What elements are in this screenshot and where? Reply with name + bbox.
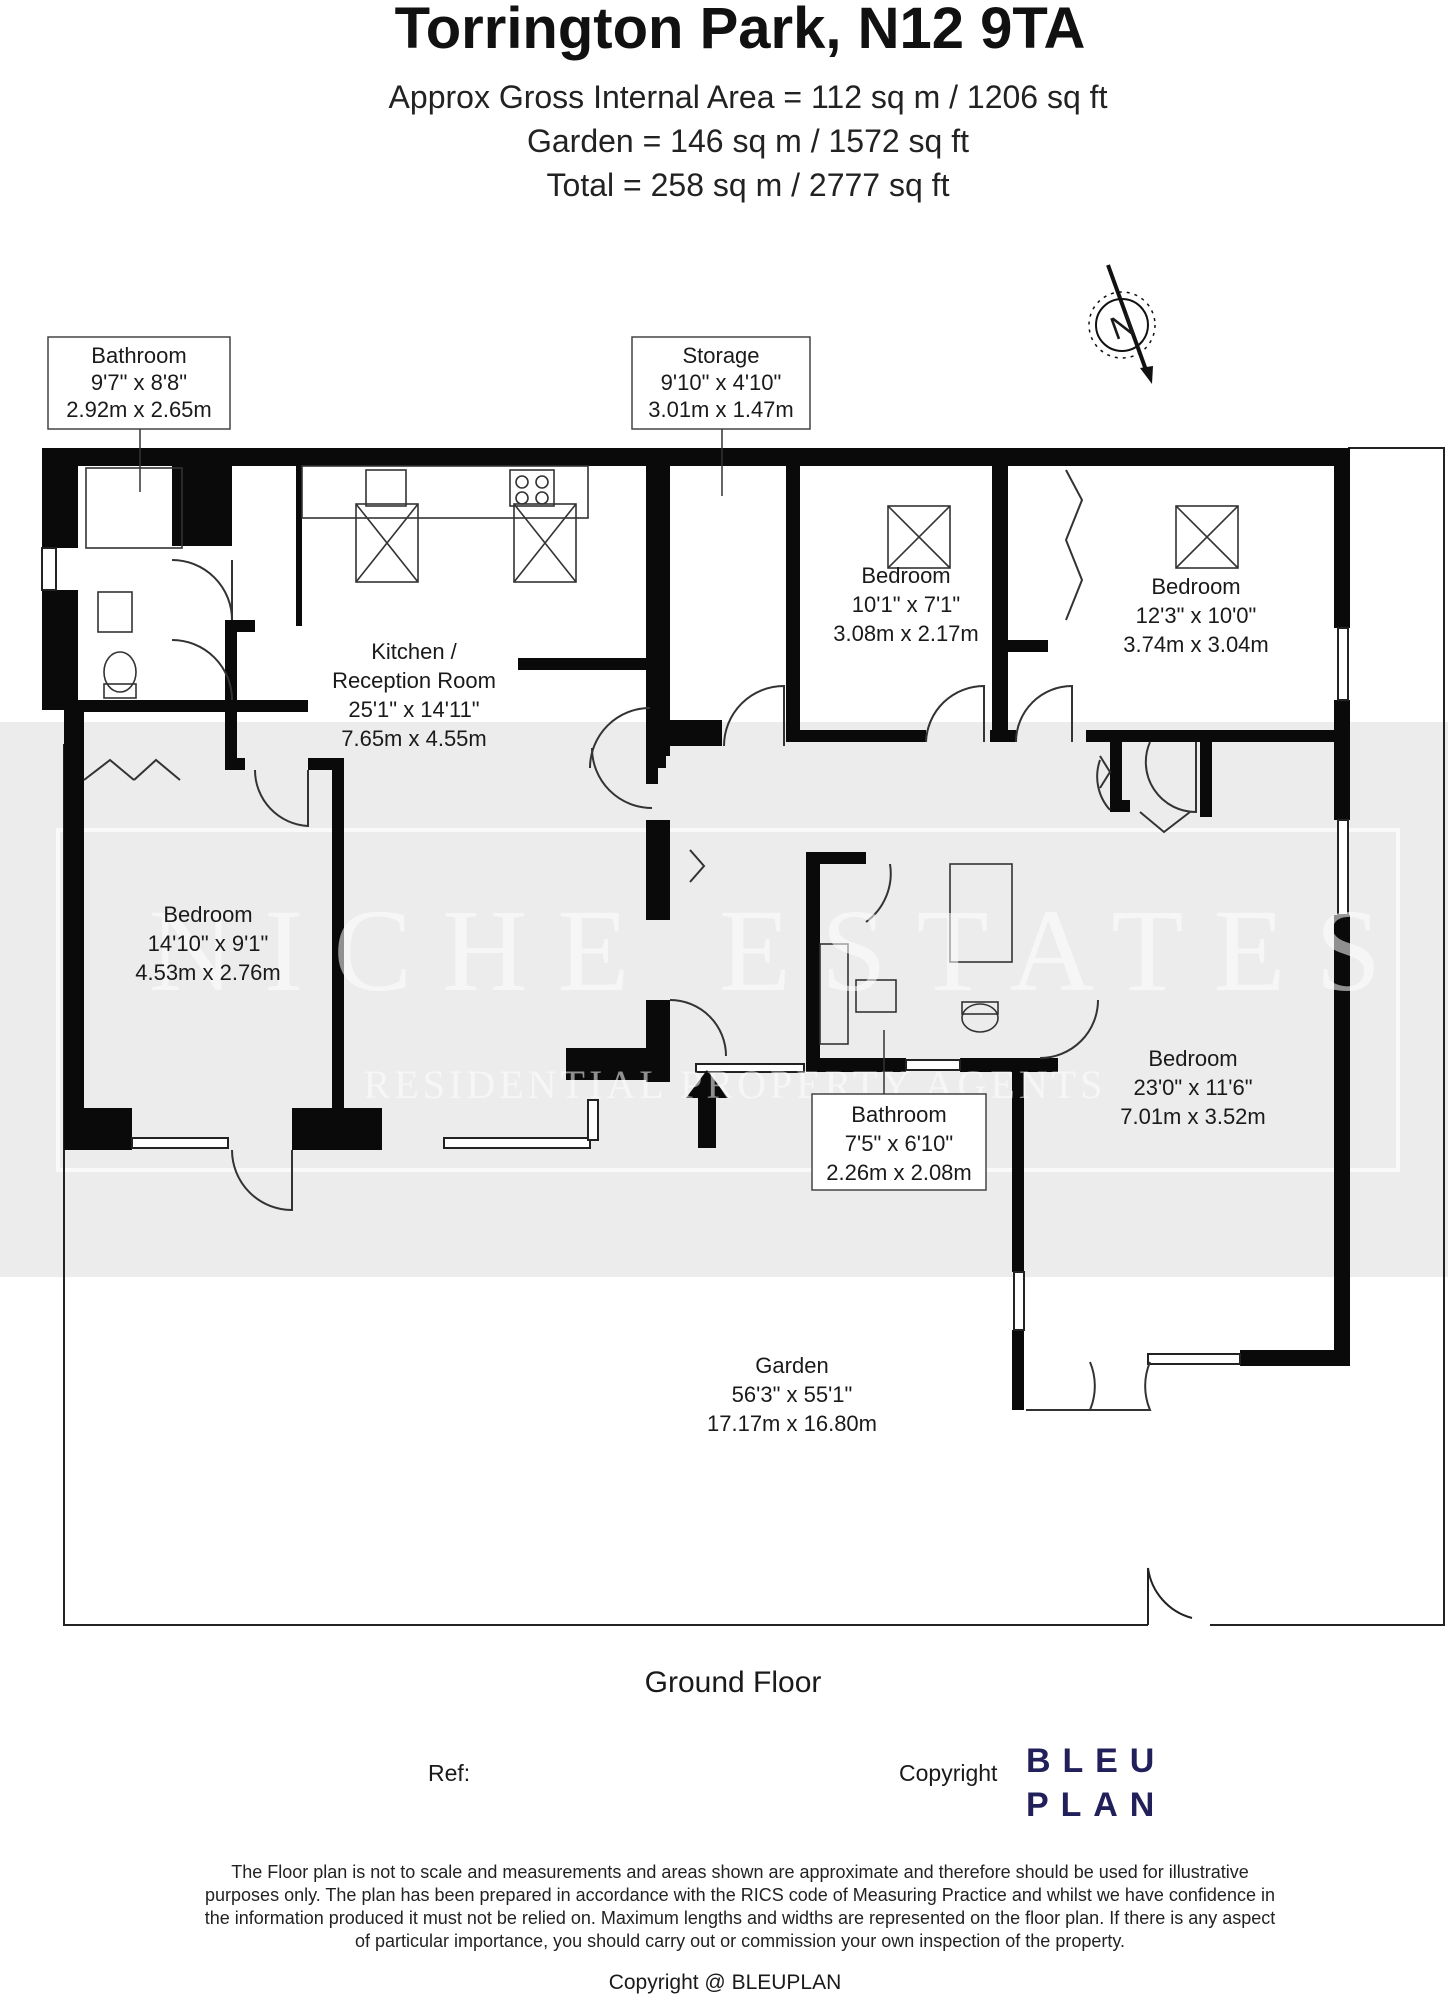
fixtures: [85, 465, 1239, 1045]
north-compass-icon: N: [1088, 264, 1156, 384]
room-metric: 2.26m x 2.08m: [826, 1160, 972, 1185]
room-imperial: 23'0" x 11'6": [1133, 1075, 1252, 1100]
bleuplan-logo-line1: BLEU: [1026, 1742, 1166, 1780]
room-bedroom-ne: Bedroom 12'3" x 10'0" 3.74m x 3.04m: [1123, 574, 1269, 657]
room-name: Storage: [682, 343, 759, 368]
room-bathroom-top: Bathroom 9'7" x 8'8" 2.92m x 2.65m: [66, 343, 212, 422]
room-bedroom-east: Bedroom 23'0" x 11'6" 7.01m x 3.52m: [1120, 1046, 1266, 1129]
area-line: Approx Gross Internal Area = 112 sq m / …: [389, 79, 1108, 115]
room-metric: 3.01m x 1.47m: [648, 397, 794, 422]
room-bedroom-small: Bedroom 10'1" x 7'1" 3.08m x 2.17m: [833, 563, 979, 646]
disclaimer-line-1: The Floor plan is not to scale and measu…: [231, 1862, 1249, 1882]
page-title: Torrington Park, N12 9TA: [395, 0, 1086, 61]
room-imperial: 9'7" x 8'8": [91, 370, 187, 395]
room-storage: Storage 9'10" x 4'10" 3.01m x 1.47m: [648, 343, 794, 422]
disclaimer-line-2: purposes only. The plan has been prepare…: [205, 1885, 1275, 1905]
watermark-name: NICHE ESTATES: [149, 885, 1411, 1016]
room-name-line1: Kitchen /: [371, 639, 457, 664]
garden-area-line: Garden = 146 sq m / 1572 sq ft: [527, 123, 969, 159]
disclaimer-line-3: the information produced it must not be …: [205, 1908, 1276, 1928]
room-name: Bedroom: [861, 563, 950, 588]
room-name: Bedroom: [1148, 1046, 1237, 1071]
ref-label: Ref:: [428, 1760, 470, 1786]
room-imperial: 12'3" x 10'0": [1136, 603, 1257, 628]
watermark-frame: [56, 828, 1400, 1172]
room-metric: 7.01m x 3.52m: [1120, 1104, 1266, 1129]
room-imperial: 7'5" x 6'10": [845, 1131, 953, 1156]
room-kitchen-reception: Kitchen / Reception Room 25'1" x 14'11" …: [332, 639, 496, 751]
room-bedroom-west: Bedroom 14'10" x 9'1" 4.53m x 2.76m: [135, 902, 281, 985]
room-imperial: 9'10" x 4'10": [661, 370, 782, 395]
room-metric: 7.65m x 4.55m: [341, 726, 487, 751]
bleuplan-logo-line2: PLAN: [1026, 1786, 1166, 1824]
room-metric: 4.53m x 2.76m: [135, 960, 281, 985]
room-metric: 17.17m x 16.80m: [707, 1411, 877, 1436]
total-area-line: Total = 258 sq m / 2777 sq ft: [547, 167, 950, 203]
room-name: Bathroom: [851, 1102, 946, 1127]
floor-label: Ground Floor: [645, 1666, 822, 1699]
room-name: Bedroom: [163, 902, 252, 927]
room-garden: Garden 56'3" x 55'1" 17.17m x 16.80m: [707, 1353, 877, 1436]
watermark-tagline: RESIDENTIAL PROPERTY AGENTS: [364, 1062, 1107, 1107]
doors: [83, 469, 1197, 1411]
room-imperial: 56'3" x 55'1": [732, 1382, 853, 1407]
entrance-arrow-icon: [686, 1070, 728, 1148]
room-metric: 3.08m x 2.17m: [833, 621, 979, 646]
room-imperial: 14'10" x 9'1": [148, 931, 269, 956]
room-imperial: 25'1" x 14'11": [348, 697, 479, 722]
windows: [41, 547, 1349, 1365]
room-bathroom-mid: Bathroom 7'5" x 6'10" 2.26m x 2.08m: [826, 1102, 972, 1185]
room-name: Garden: [755, 1353, 828, 1378]
copyright-line: Copyright @ BLEUPLAN: [609, 1971, 842, 1994]
room-name: Bathroom: [91, 343, 186, 368]
room-imperial: 10'1" x 7'1": [852, 592, 960, 617]
disclaimer-line-4: of particular importance, you should car…: [355, 1931, 1125, 1951]
room-metric: 2.92m x 2.65m: [66, 397, 212, 422]
room-name: Bedroom: [1151, 574, 1240, 599]
label-boxes: [47, 336, 987, 1191]
copyright-label: Copyright: [899, 1760, 998, 1786]
walls: [42, 448, 1350, 1410]
room-name-line2: Reception Room: [332, 668, 496, 693]
room-metric: 3.74m x 3.04m: [1123, 632, 1269, 657]
